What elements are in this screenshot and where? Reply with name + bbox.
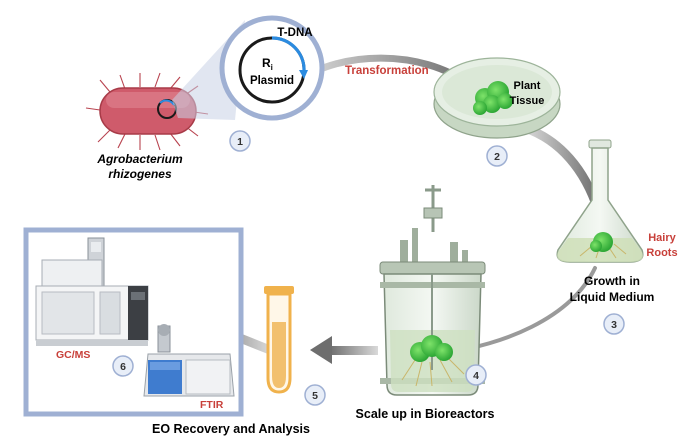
tdna-label: T-DNA	[277, 27, 312, 39]
roots-label: Roots	[646, 247, 677, 259]
ftir-instrument-icon	[143, 324, 235, 397]
ftir-label: FTIR	[200, 399, 224, 411]
flask-icon	[556, 139, 644, 263]
test-tube-icon	[264, 286, 294, 394]
step-badge-3: 3	[603, 313, 625, 335]
bioreactor-icon	[379, 185, 486, 396]
step-badge-4: 4	[465, 364, 487, 386]
tissue-label: Tissue	[510, 95, 545, 107]
hairy-label: Hairy	[648, 232, 676, 244]
agrobacterium-label-line1: Agrobacterium	[96, 152, 183, 166]
svg-text:3: 3	[611, 319, 617, 331]
plasmid-icon: T-DNA Ri Plasmid	[219, 15, 325, 121]
step-badge-2: 2	[486, 145, 508, 167]
eo-label: EO Recovery and Analysis	[152, 422, 310, 436]
scaleup-label: Scale up in Bioreactors	[356, 407, 495, 421]
growth-label-line2: Liquid Medium	[570, 290, 655, 304]
transformation-label: Transformation	[345, 65, 429, 77]
svg-text:5: 5	[312, 390, 318, 402]
gc-ms-instrument-icon	[35, 237, 149, 346]
svg-text:1: 1	[237, 136, 243, 148]
plasmid-label: Plasmid	[250, 75, 294, 87]
petri-dish-icon	[433, 57, 561, 139]
step-badge-1: 1	[229, 130, 251, 152]
step-badge-5: 5	[304, 384, 326, 406]
step-badge-6: 6	[112, 355, 134, 377]
gcms-label: GC/MS	[56, 349, 90, 361]
svg-text:2: 2	[494, 151, 500, 163]
growth-label-line1: Growth in	[584, 274, 640, 288]
svg-text:6: 6	[120, 361, 126, 373]
svg-text:4: 4	[473, 370, 479, 382]
plant-label: Plant	[514, 80, 541, 92]
bacterium-icon	[85, 72, 209, 151]
arrow-to-tube	[310, 336, 378, 364]
ri-label: Ri	[262, 56, 273, 72]
agrobacterium-label-line2: rhizogenes	[108, 167, 172, 181]
